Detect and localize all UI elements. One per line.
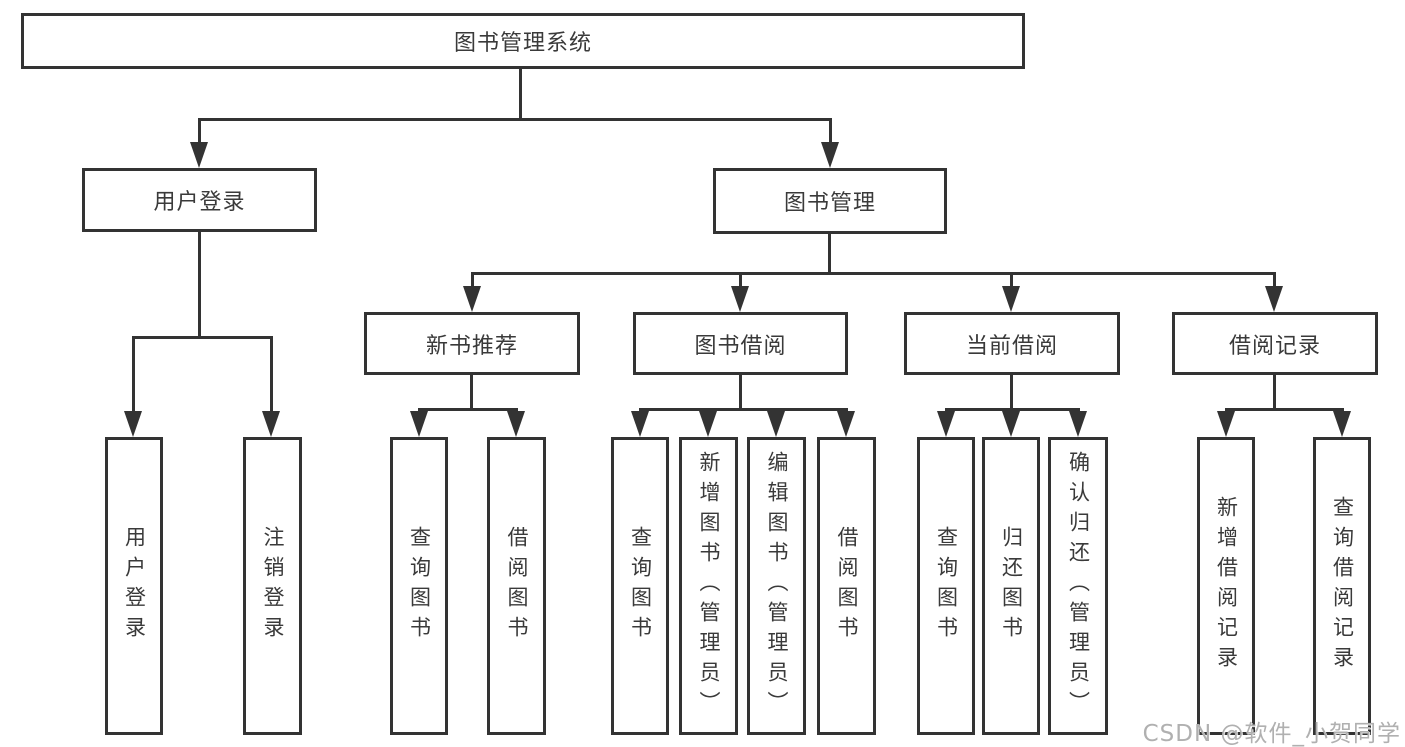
arrow-down-icon [124,411,142,437]
leaf-add-book-admin: 新增图书（管理员） [679,437,738,735]
connector-root-stem [519,69,522,118]
leaf-add-borrow-record: 新增借阅记录 [1197,437,1255,735]
node-borrow-records-label: 借阅记录 [1228,333,1321,359]
leaf-return-books-label: 归还图书 [999,526,1024,646]
leaf-query-borrow-record-label: 查询借阅记录 [1330,496,1355,676]
leaf-add-book-admin-label: 新增图书（管理员） [697,451,721,721]
arrow-down-icon [699,411,717,437]
connector-user-child1-stem [132,336,135,411]
arrow-down-icon [821,142,839,168]
leaf-query-books-current-label: 查询图书 [934,526,959,646]
connector-book-child3-stem [1010,272,1013,288]
arrow-down-icon [631,411,649,437]
node-user-login: 用户登录 [82,168,317,232]
leaf-return-books: 归还图书 [982,437,1040,735]
arrow-down-icon [190,142,208,168]
arrow-down-icon [937,411,955,437]
connector-book-child2-stem [739,272,742,288]
leaf-confirm-return-admin-label: 确认归还（管理员） [1066,451,1091,721]
node-new-books-label: 新书推荐 [425,333,518,359]
node-book-mgmt: 图书管理 [713,168,947,234]
node-borrow-records: 借阅记录 [1172,312,1378,375]
connector-borrow-hline [639,408,847,411]
arrow-down-icon [767,411,785,437]
connector-current-stem [1010,375,1013,408]
leaf-user-login: 用户登录 [105,437,163,735]
node-book-borrow: 图书借阅 [633,312,848,375]
leaf-edit-book-admin: 编辑图书（管理员） [747,437,806,735]
connector-book-child1-stem [471,272,474,288]
leaf-query-books-new: 查询图书 [390,437,448,735]
leaf-query-books-borrow: 查询图书 [611,437,669,735]
arrow-down-icon [262,411,280,437]
leaf-borrow-books-new: 借阅图书 [487,437,546,735]
leaf-query-borrow-record: 查询借阅记录 [1313,437,1371,735]
arrow-down-icon [410,411,428,437]
arrow-down-icon [1333,411,1351,437]
leaf-logout-label: 注销登录 [261,526,285,646]
leaf-add-borrow-record-label: 新增借阅记录 [1214,496,1239,676]
arrow-down-icon [507,411,525,437]
leaf-borrow-books-new-label: 借阅图书 [505,526,529,646]
connector-user-child2-stem [270,336,273,411]
arrow-down-icon [1217,411,1235,437]
leaf-user-login-label: 用户登录 [122,526,147,646]
connector-root-to-book-stem [829,118,832,144]
connector-user-stem [198,232,201,336]
connector-root-to-user-stem [198,118,201,144]
node-book-borrow-label: 图书借阅 [694,333,787,359]
leaf-edit-book-admin-label: 编辑图书（管理员） [765,451,789,721]
node-current-borrow: 当前借阅 [904,312,1120,375]
connector-book-stem [828,234,831,272]
arrow-down-icon [837,411,855,437]
connector-new-hline [418,408,517,411]
arrow-down-icon [1069,411,1087,437]
connector-user-hline [132,336,273,339]
arrow-down-icon [463,286,481,312]
connector-root-hline [198,118,831,121]
connector-records-stem [1273,375,1276,408]
connector-new-stem [470,375,473,408]
connector-book-hline [471,272,1276,275]
node-current-borrow-label: 当前借阅 [965,333,1058,359]
connector-records-hline [1225,408,1343,411]
node-user-login-label: 用户登录 [153,190,246,215]
leaf-query-books-borrow-label: 查询图书 [628,526,653,646]
arrow-down-icon [1002,411,1020,437]
leaf-query-books-current: 查询图书 [917,437,975,735]
leaf-confirm-return-admin: 确认归还（管理员） [1048,437,1108,735]
node-new-books: 新书推荐 [364,312,580,375]
node-book-mgmt-label: 图书管理 [783,191,876,216]
arrow-down-icon [731,286,749,312]
leaf-logout: 注销登录 [243,437,302,735]
arrow-down-icon [1002,286,1020,312]
connector-book-child4-stem [1273,272,1276,288]
arrow-down-icon [1265,286,1283,312]
csdn-watermark: CSDN @软件_小贺同学 [1142,721,1401,747]
node-root: 图书管理系统 [21,13,1025,69]
node-root-label: 图书管理系统 [453,31,592,56]
connector-borrow-stem [739,375,742,408]
leaf-borrow-books-borrow-label: 借阅图书 [835,526,859,646]
leaf-query-books-new-label: 查询图书 [407,526,432,646]
leaf-borrow-books-borrow: 借阅图书 [817,437,876,735]
